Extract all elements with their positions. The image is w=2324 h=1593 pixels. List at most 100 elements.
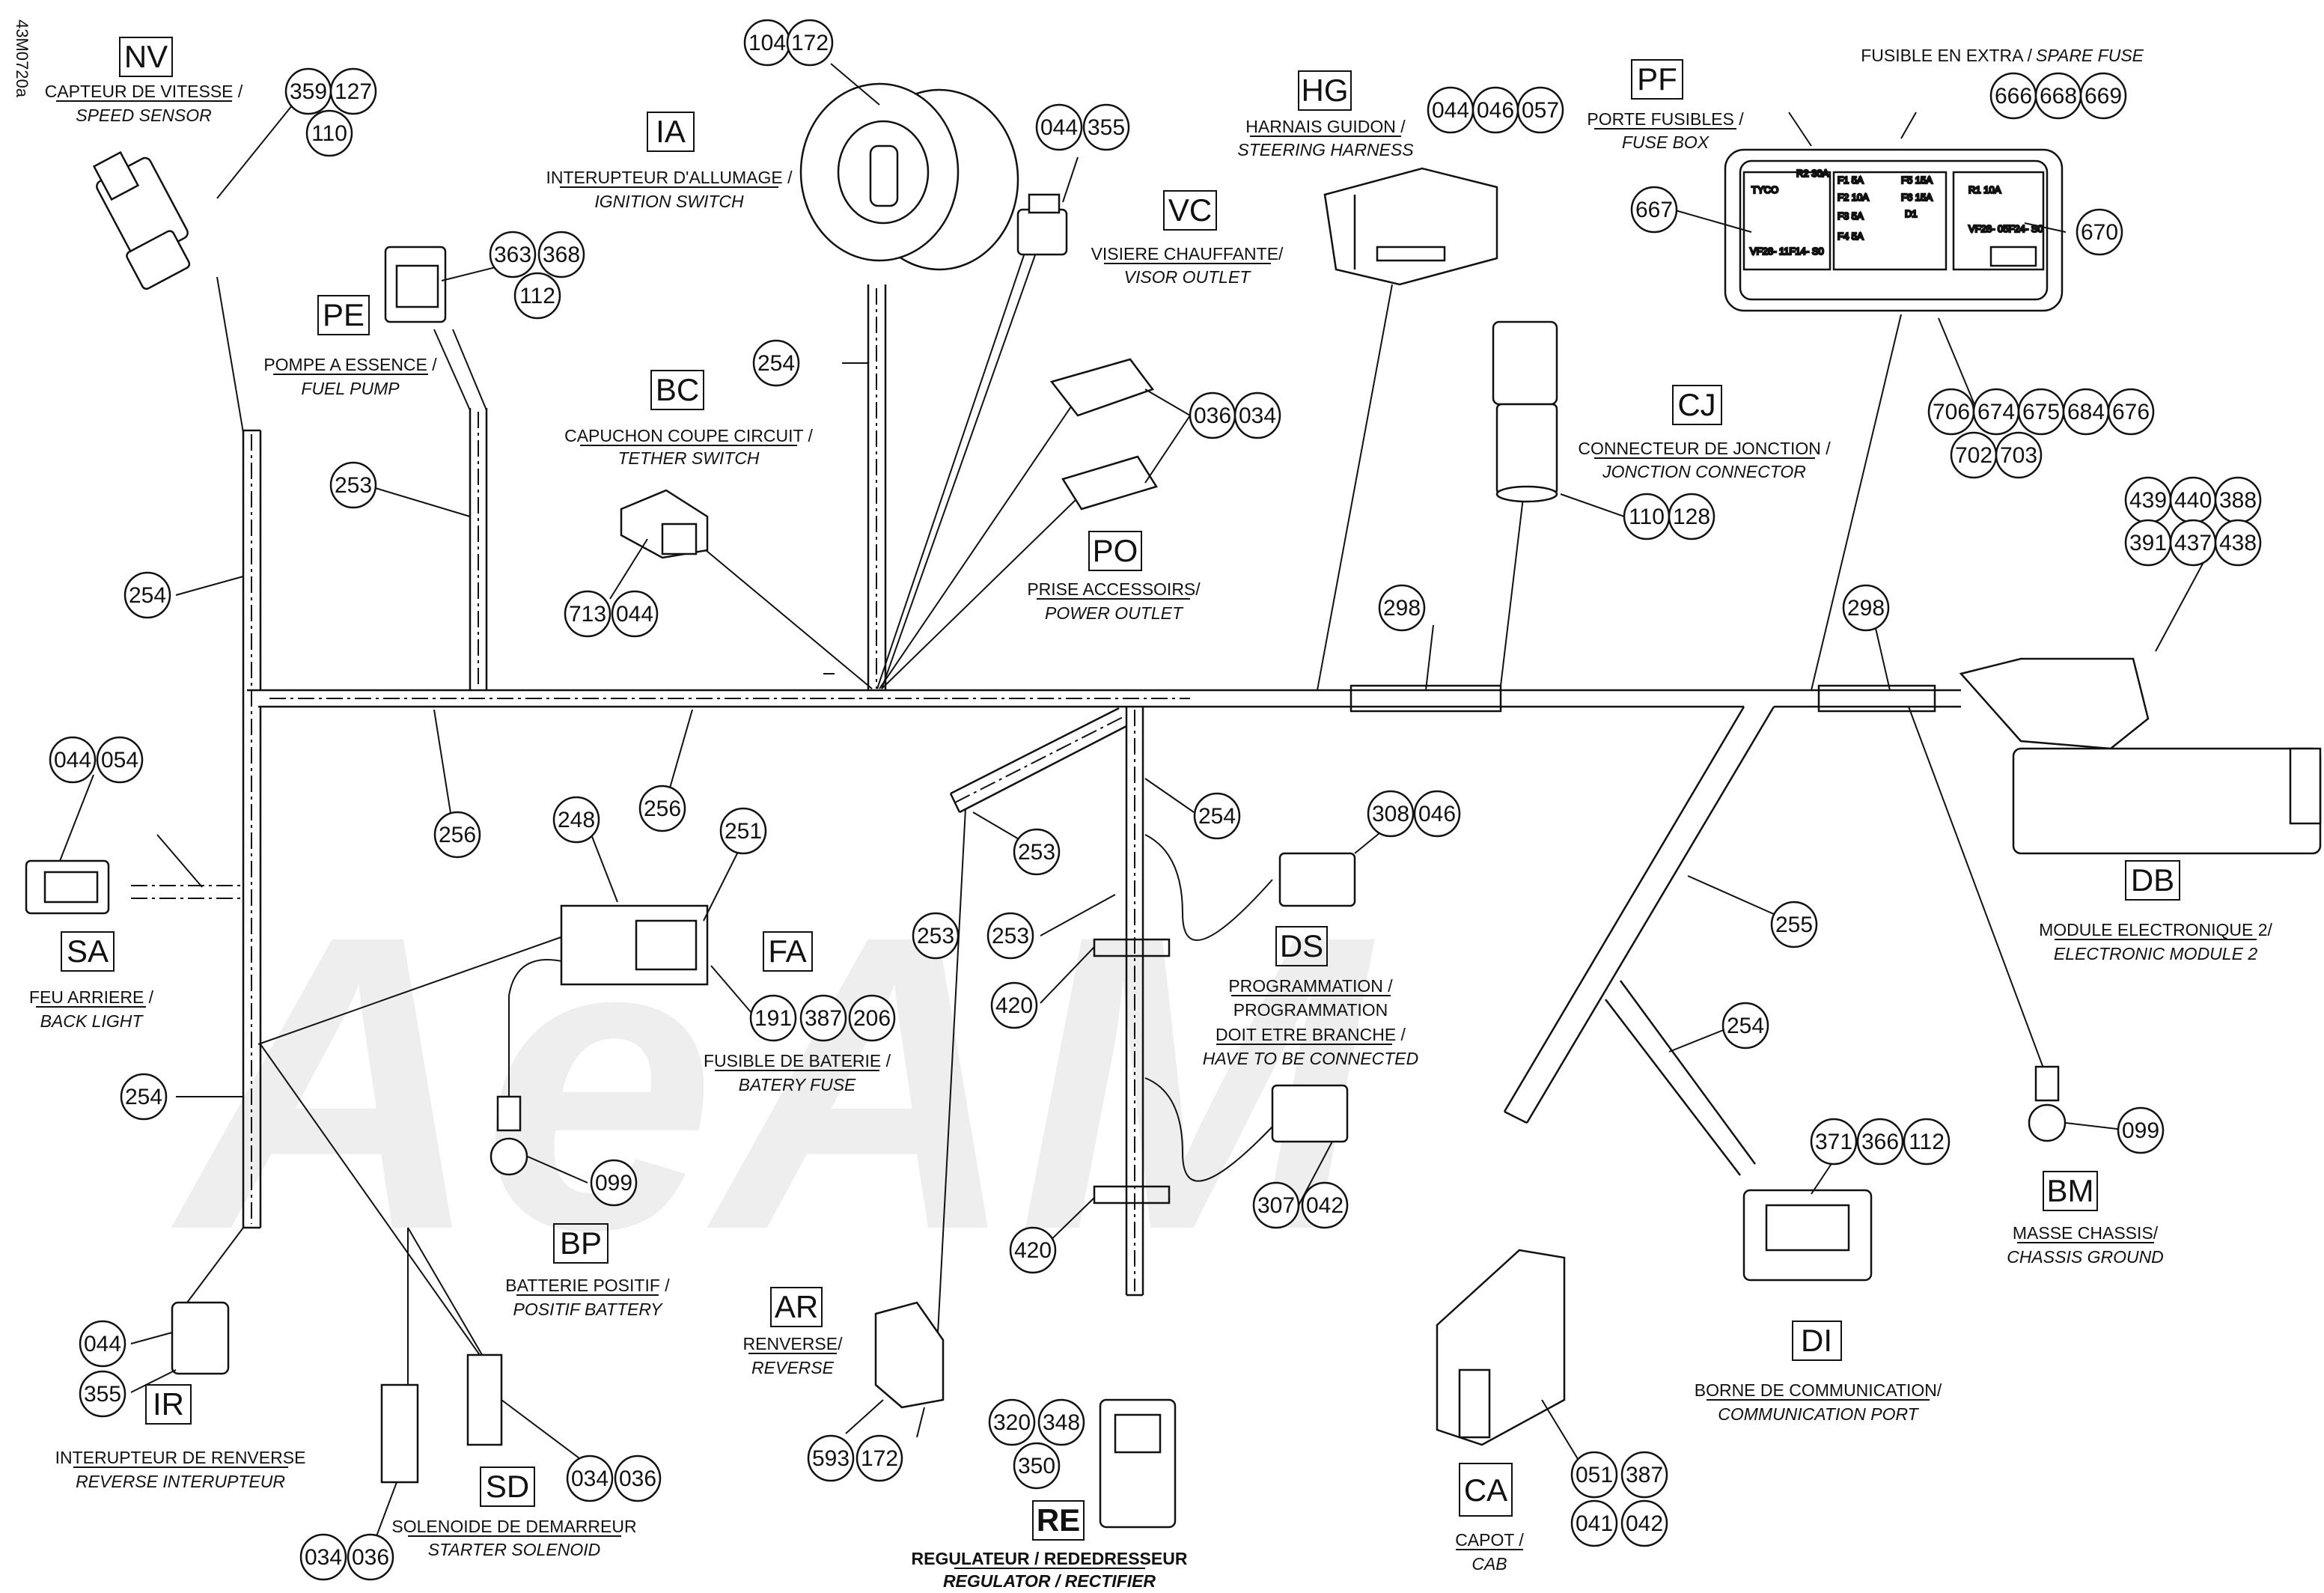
callout-c044c: 044 — [611, 590, 659, 638]
callout-circle — [79, 1370, 126, 1418]
callout-c110a: 110 — [305, 109, 353, 157]
callout-number: 104 — [748, 31, 786, 55]
callout-c669: 669 — [2079, 72, 2127, 120]
callout-c112a: 112 — [513, 272, 561, 320]
callout-circle — [1082, 103, 1130, 151]
callout-number: 298 — [1383, 596, 1421, 621]
label-cj-en: JONCTION CONNECTOR — [1602, 462, 1806, 481]
callout-circle — [2117, 1106, 2165, 1154]
callout-circle — [1301, 1181, 1349, 1229]
callout-c440: 440 — [2169, 476, 2217, 524]
code-pf: PF — [1637, 61, 1677, 97]
callout-number: 057 — [1522, 98, 1559, 123]
code-ia: IA — [656, 114, 686, 149]
callout-number: 128 — [1673, 505, 1710, 529]
code-ca: CA — [1464, 1472, 1507, 1508]
code-bm: BM — [2047, 1173, 2094, 1208]
callout-number: 253 — [1018, 840, 1055, 865]
callout-c253c: 253 — [986, 912, 1034, 960]
callout-c420a: 420 — [990, 981, 1038, 1029]
callout-circle — [786, 19, 834, 67]
callout-circle — [590, 1159, 638, 1207]
harness-centerlines — [131, 288, 1190, 1291]
label-bc-en: TETHER SWITCH — [617, 448, 759, 468]
label-bp-en: POSITIF BATTERY — [513, 1300, 664, 1319]
junction-connector — [1492, 320, 1558, 503]
callout-c703: 703 — [1995, 431, 2043, 479]
callout-number: 437 — [2174, 531, 2212, 555]
callout-c254a: 254 — [752, 339, 800, 387]
code-ds: DS — [1280, 928, 1323, 963]
label-ar-en: REVERSE — [751, 1358, 835, 1377]
callout-number: 041 — [1576, 1511, 1613, 1536]
label-db-en: ELECTRONIC MODULE 2 — [2054, 944, 2257, 963]
label-sd-en: STARTER SOLENOID — [428, 1540, 600, 1559]
callout-number: 706 — [1933, 400, 1970, 424]
callout-number: 355 — [84, 1382, 121, 1407]
callout-number: 350 — [1018, 1454, 1055, 1478]
callout-number: 042 — [1626, 1511, 1663, 1536]
callout-circle — [1035, 103, 1083, 151]
callout-c112b: 112 — [1903, 1118, 1951, 1166]
label-ar-fr: RENVERSE/ — [743, 1334, 844, 1353]
code-vc: VC — [1168, 192, 1212, 228]
callout-number: 255 — [1775, 913, 1813, 937]
chassis-ground-terminal — [2028, 1065, 2067, 1142]
callout-circle — [2076, 208, 2123, 256]
callout-circle — [1570, 1451, 1618, 1499]
callout-circle — [614, 1455, 662, 1502]
starter-solenoid-terminals — [380, 1353, 503, 1484]
callout-number: 363 — [494, 243, 531, 267]
callout-circle — [120, 1073, 168, 1121]
electronic-module — [1959, 657, 2322, 855]
callout-c368: 368 — [537, 231, 585, 278]
fuse-label-f3: F3 5A — [1837, 210, 1864, 222]
label-nv-fr: CAPTEUR DE VITESSE / — [45, 82, 243, 101]
callout-number: 206 — [853, 1006, 891, 1031]
callout-circle — [49, 736, 97, 784]
callout-c387b: 387 — [1620, 1451, 1668, 1499]
callout-circle — [1193, 792, 1241, 840]
code-ir: IR — [153, 1386, 184, 1422]
label-db-fr: MODULE ELECTRONIQUE 2/ — [2039, 920, 2272, 939]
callout-c251: 251 — [719, 807, 767, 855]
callout-circle — [848, 994, 896, 1042]
callout-number: 172 — [791, 31, 829, 55]
callout-c667: 667 — [1630, 186, 1678, 234]
callout-number: 675 — [2022, 400, 2060, 424]
label-di-fr: BORNE DE COMMUNICATION/ — [1695, 1380, 1942, 1400]
fuse-label-f5: F5 15A — [1901, 174, 1933, 186]
callout-c041: 041 — [1570, 1499, 1618, 1547]
callout-number: 254 — [757, 351, 795, 376]
callout-c172b: 172 — [856, 1434, 903, 1482]
callout-circle — [489, 231, 537, 278]
callout-circle — [638, 785, 686, 832]
callout-circle — [2079, 72, 2127, 120]
callout-c256a: 256 — [433, 811, 481, 859]
callout-c391: 391 — [2124, 519, 2172, 567]
callout-c254d: 254 — [1721, 1002, 1769, 1050]
callout-number: 112 — [1909, 1130, 1945, 1154]
callout-c706: 706 — [1927, 388, 1975, 436]
tether-switch-connector — [620, 489, 709, 559]
callout-circle — [79, 1320, 126, 1368]
callout-number: 703 — [2000, 443, 2037, 468]
label-hg-fr: HARNAIS GUIDON / — [1245, 117, 1406, 136]
callout-number: 391 — [2129, 531, 2167, 555]
callout-circle — [1630, 186, 1678, 234]
callout-c254b: 254 — [123, 571, 171, 619]
callout-number: 355 — [1088, 115, 1125, 140]
label-re-fr: REGULATEUR / REDEDRESSEUR — [912, 1549, 1188, 1568]
callout-c298a: 298 — [1378, 584, 1426, 632]
callout-c042a: 042 — [1301, 1181, 1349, 1229]
fuse-box-r1: R1 10A — [1968, 184, 2001, 195]
fuse-label-f6: F6 15A — [1901, 192, 1933, 203]
callout-c036a: 036 — [1189, 392, 1236, 439]
callout-number: 127 — [335, 79, 372, 104]
label-sa-en: BACK LIGHT — [40, 1011, 144, 1031]
label-fa-en: BATERY FUSE — [739, 1075, 856, 1094]
callout-circle — [1413, 790, 1461, 838]
callout-c054: 054 — [96, 736, 144, 784]
callout-circle — [2107, 388, 2155, 436]
component-text: NV CAPTEUR DE VITESSE / SPEED SENSOR IA … — [29, 39, 2273, 1591]
